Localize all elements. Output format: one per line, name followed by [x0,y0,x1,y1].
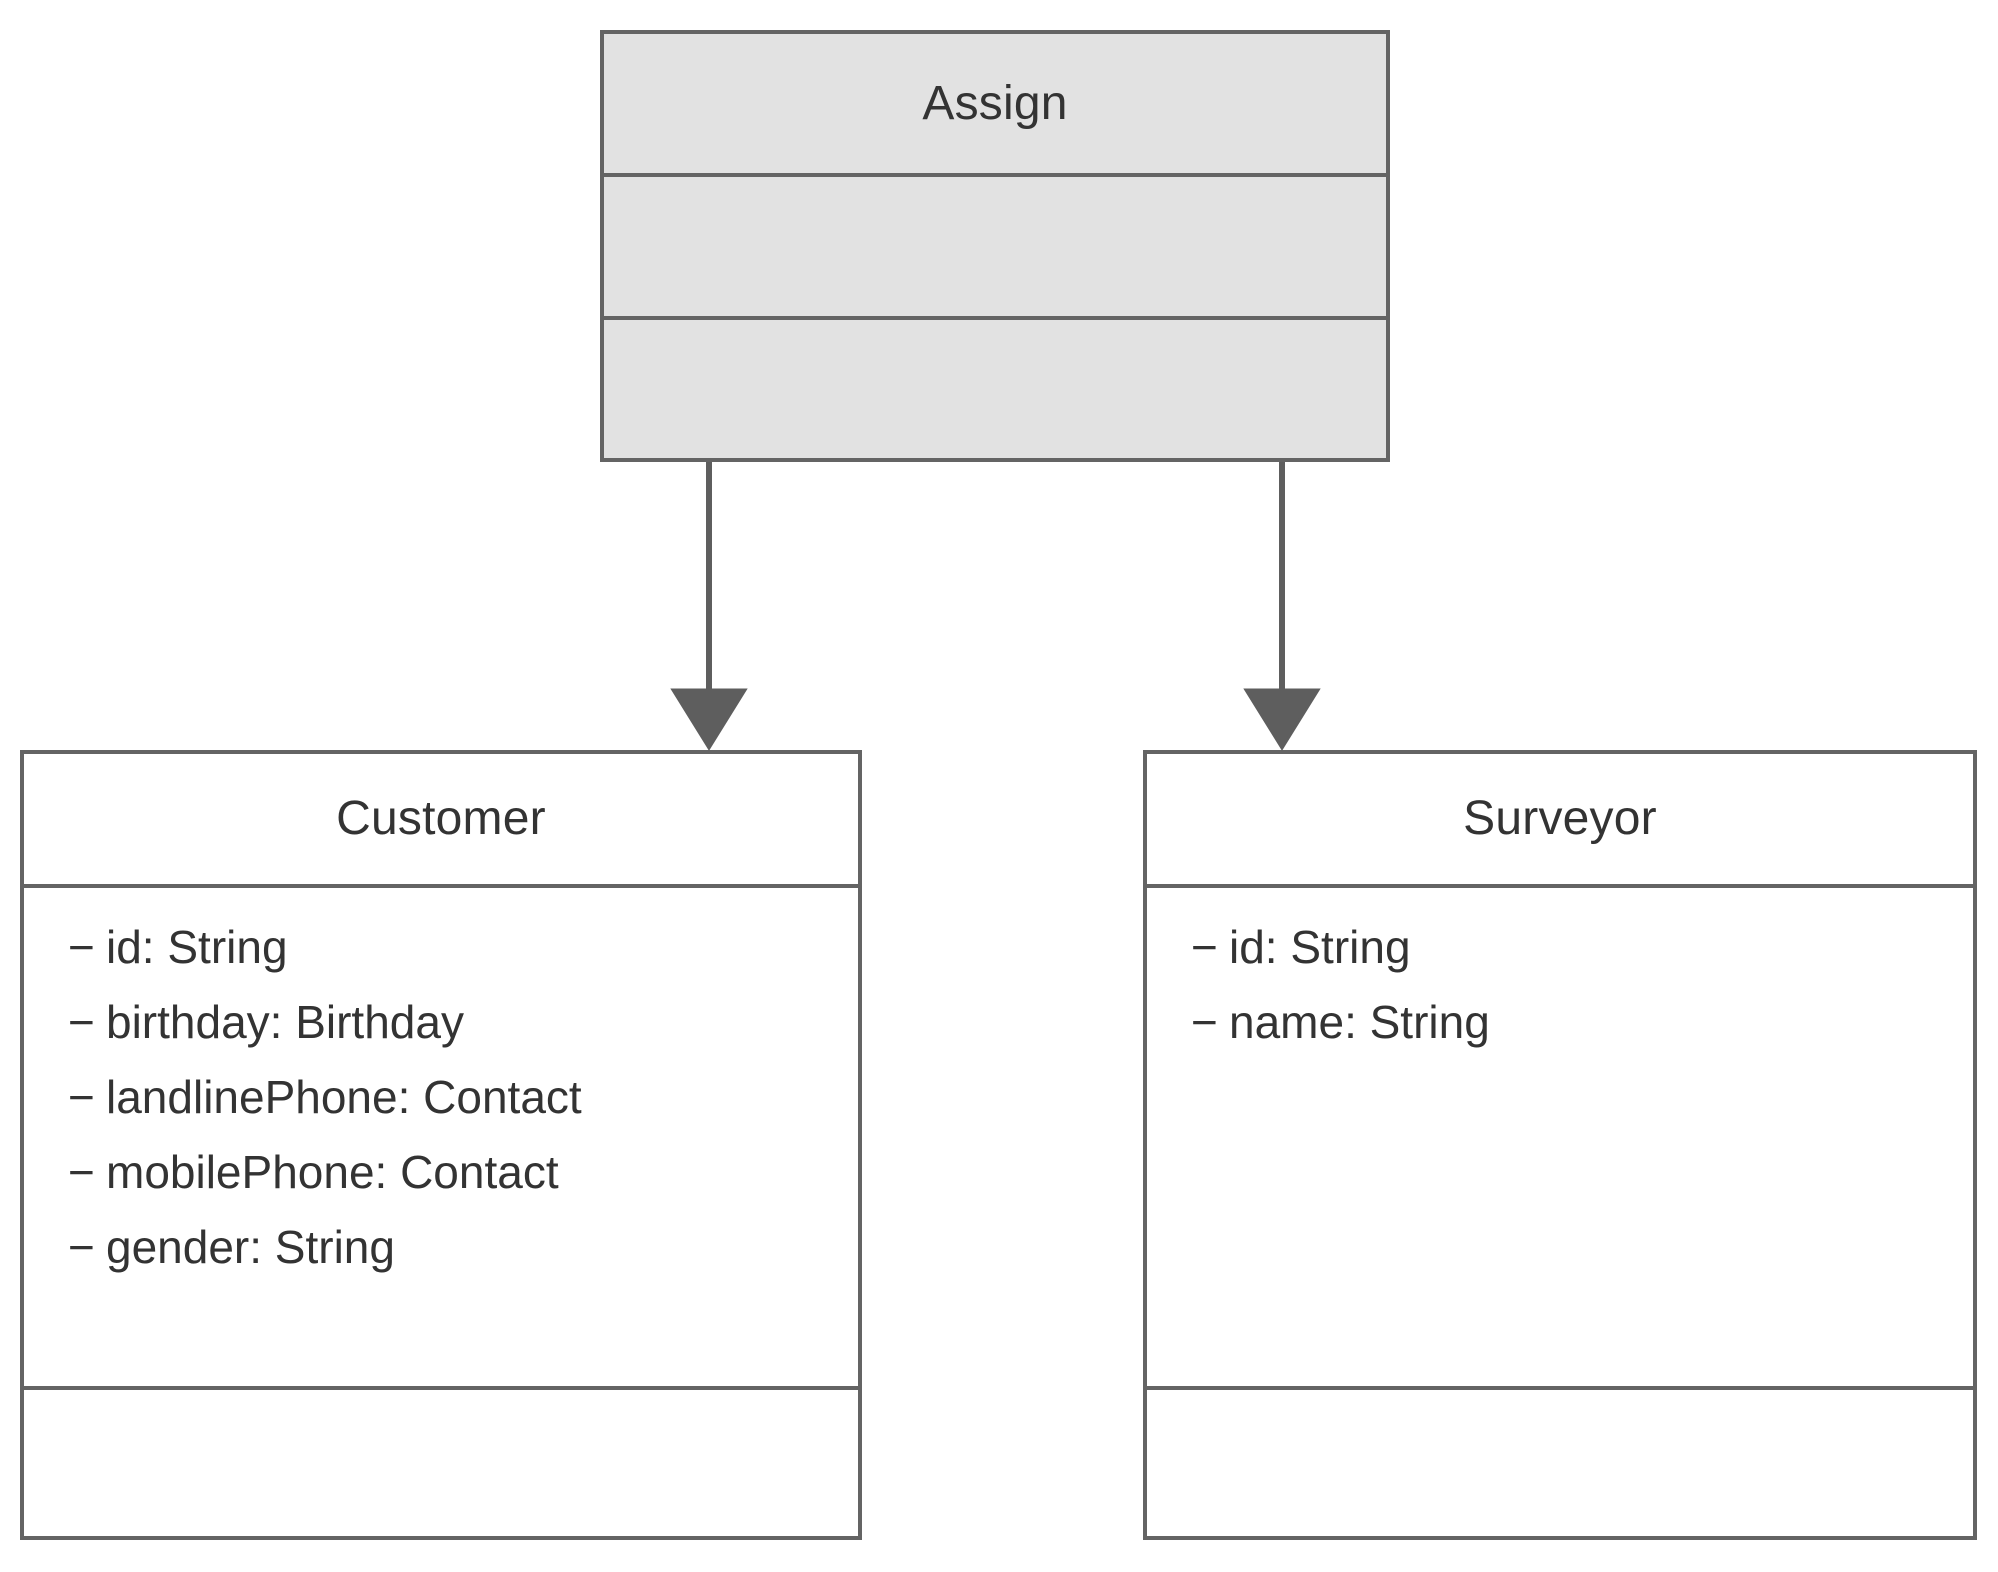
arrowhead-icon [670,688,748,751]
attribute-visibility-icon: − [68,1145,95,1198]
class-title-compartment-assign: Assign [604,34,1386,177]
attribute-visibility-icon: − [68,1220,95,1273]
arrowhead-icon [1243,688,1321,751]
attribute-label: mobilePhone: Contact [106,1145,559,1198]
connector-assign-to-surveyor[interactable] [1243,462,1321,751]
attribute-visibility-icon: − [68,995,95,1048]
class-box-customer[interactable]: Customer − id: String − birthday: Birthd… [20,750,862,1540]
class-methods-compartment-customer [24,1390,858,1536]
class-attributes-compartment-customer: − id: String − birthday: Birthday − land… [24,888,858,1391]
class-title-compartment-customer: Customer [24,754,858,888]
attribute-label: name: String [1229,995,1490,1048]
attribute-visibility-icon: − [68,1070,95,1123]
attribute-row: − birthday: Birthday [68,985,858,1060]
attribute-label: gender: String [106,1220,395,1273]
connector-assign-to-customer[interactable] [670,462,748,751]
class-name-assign: Assign [922,76,1068,130]
attribute-label: id: String [1229,920,1411,973]
attribute-row: − name: String [1191,985,1973,1060]
class-name-customer: Customer [336,791,546,845]
class-box-assign[interactable]: Assign [600,30,1390,462]
attribute-visibility-icon: − [68,920,95,973]
attribute-visibility-icon: − [1191,920,1218,973]
attribute-label: landlinePhone: Contact [106,1070,582,1123]
attribute-row: − gender: String [68,1210,858,1285]
class-title-compartment-surveyor: Surveyor [1147,754,1973,888]
class-methods-compartment-assign [604,320,1386,458]
attribute-row: − id: String [68,910,858,985]
class-methods-compartment-surveyor [1147,1390,1973,1536]
attribute-row: − mobilePhone: Contact [68,1135,858,1210]
class-attributes-compartment-surveyor: − id: String − name: String [1147,888,1973,1391]
class-name-surveyor: Surveyor [1463,791,1657,845]
attribute-row: − id: String [1191,910,1973,985]
attribute-label: birthday: Birthday [106,995,464,1048]
attribute-label: id: String [106,920,288,973]
class-box-surveyor[interactable]: Surveyor − id: String − name: String [1143,750,1977,1540]
class-attributes-compartment-assign [604,177,1386,320]
attribute-visibility-icon: − [1191,995,1218,1048]
attribute-row: − landlinePhone: Contact [68,1060,858,1135]
